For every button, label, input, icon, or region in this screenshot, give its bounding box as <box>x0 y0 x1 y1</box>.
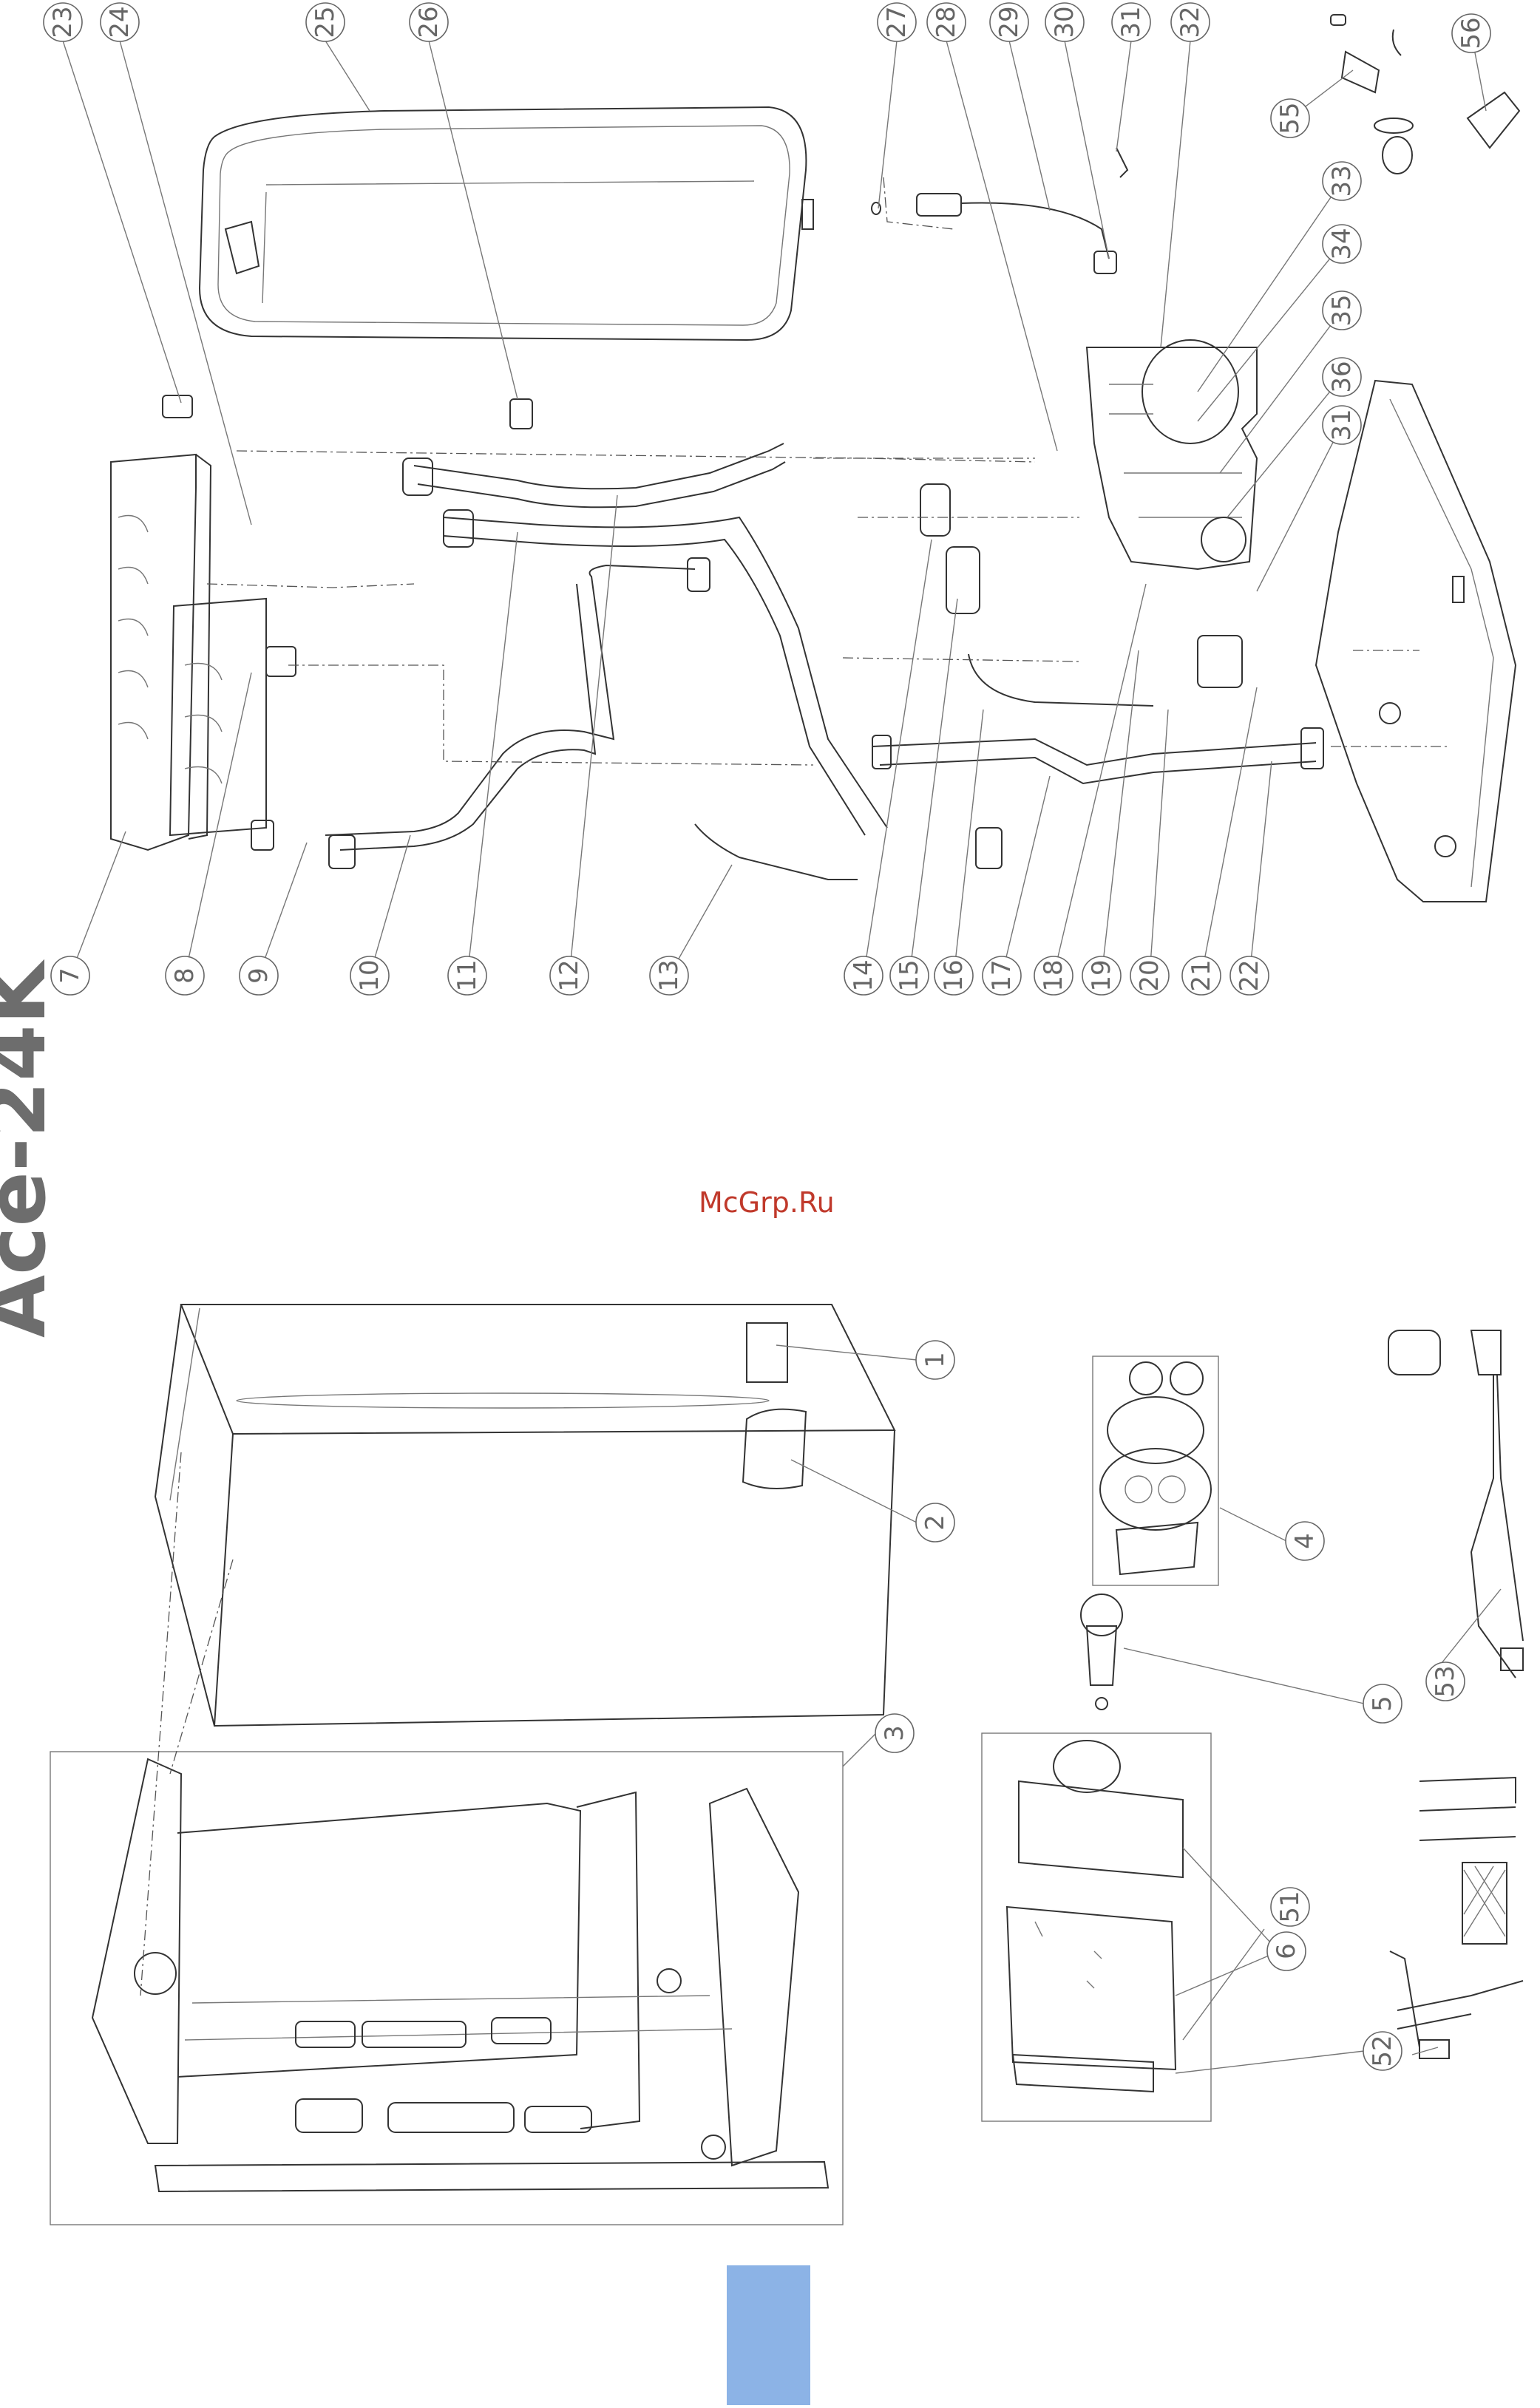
callout-2: 2 <box>916 1503 954 1542</box>
callout-56: 56 <box>1452 14 1490 52</box>
callout-label: 10 <box>355 959 384 991</box>
callout-label: 33 <box>1327 165 1357 197</box>
callout-label: 31 <box>1116 6 1146 38</box>
callout-13: 13 <box>650 956 688 995</box>
callout-19: 19 <box>1082 956 1121 995</box>
callout-label: 16 <box>939 959 969 991</box>
callout-label: 9 <box>244 967 274 984</box>
callout-3: 3 <box>875 1714 914 1752</box>
callout-label: 35 <box>1327 294 1357 326</box>
callout-label: 3 <box>880 1725 909 1741</box>
callout-18: 18 <box>1034 956 1073 995</box>
callout-12: 12 <box>550 956 588 995</box>
callout-label: 31 <box>1327 409 1357 441</box>
sub-assembly-panels <box>982 1330 1523 2121</box>
callout-label: 12 <box>554 959 584 991</box>
callout-22: 22 <box>1230 956 1269 995</box>
callout-label: 5 <box>1368 1696 1397 1712</box>
callout-label: 18 <box>1039 959 1068 991</box>
callout-label: 2 <box>920 1514 950 1531</box>
callout-label: 56 <box>1456 17 1486 49</box>
callout-label: 17 <box>987 959 1017 991</box>
callout-label: 20 <box>1135 959 1164 991</box>
callout-label: 8 <box>170 967 200 984</box>
callout-32: 32 <box>1171 3 1210 41</box>
callout-34: 34 <box>1323 225 1361 263</box>
callout-8: 8 <box>166 956 204 995</box>
callout-14: 14 <box>844 956 883 995</box>
callout-label: 32 <box>1176 6 1205 38</box>
callout-label: 30 <box>1050 6 1079 38</box>
callout-label: 55 <box>1275 102 1305 134</box>
callout-label: 1 <box>920 1352 950 1368</box>
callout-label: 34 <box>1327 228 1357 259</box>
callout-35: 35 <box>1323 291 1361 330</box>
callout-28: 28 <box>927 3 966 41</box>
callout-33: 33 <box>1323 162 1361 200</box>
callout-label: 52 <box>1368 2035 1397 2067</box>
callout-label: 13 <box>654 959 684 991</box>
callout-17: 17 <box>983 956 1021 995</box>
callout-29: 29 <box>990 3 1028 41</box>
casing-and-frame <box>50 1305 895 2225</box>
callout-52: 52 <box>1363 2032 1402 2070</box>
callout-label: 29 <box>994 6 1024 38</box>
callout-16: 16 <box>934 956 973 995</box>
page-tab <box>727 2265 810 2405</box>
callout-label: 6 <box>1272 1943 1301 1959</box>
callout-6: 6 <box>1267 1932 1306 1970</box>
callout-label: 19 <box>1087 959 1116 991</box>
callout-label: 27 <box>882 6 912 38</box>
callout-1: 1 <box>916 1341 954 1379</box>
callout-31: 31 <box>1112 3 1150 41</box>
callout-25: 25 <box>306 3 345 41</box>
callout-label: 24 <box>105 6 135 38</box>
callout-label: 36 <box>1327 361 1357 392</box>
callout-label: 51 <box>1275 1891 1305 1922</box>
callout-53: 53 <box>1426 1662 1465 1701</box>
callout-51: 51 <box>1271 1888 1309 1926</box>
callout-label: 22 <box>1235 959 1264 991</box>
callout-55: 55 <box>1271 99 1309 137</box>
watermark-text: McGrp.Ru <box>699 1186 835 1219</box>
callout-label: 26 <box>414 6 444 38</box>
callout-label: 25 <box>311 6 340 38</box>
callout-label: 21 <box>1187 959 1216 991</box>
callout-20: 20 <box>1130 956 1169 995</box>
callout-4: 4 <box>1286 1522 1324 1560</box>
callout-7: 7 <box>51 956 89 995</box>
callout-10: 10 <box>350 956 389 995</box>
callout-label: 4 <box>1290 1533 1320 1549</box>
callout-21: 21 <box>1182 956 1221 995</box>
callout-36: 36 <box>1323 358 1361 396</box>
callout-label: 11 <box>452 959 482 991</box>
callout-label: 14 <box>849 959 878 991</box>
callout-15: 15 <box>890 956 929 995</box>
callout-27: 27 <box>878 3 916 41</box>
callout-label: 7 <box>55 967 85 984</box>
callout-30: 30 <box>1045 3 1084 41</box>
callout-label: 28 <box>932 6 961 38</box>
callout-label: 15 <box>895 959 924 991</box>
callout-label: 23 <box>48 6 78 38</box>
callout-24: 24 <box>101 3 139 41</box>
model-title: Ace-24K <box>0 959 64 1338</box>
callout-11: 11 <box>448 956 486 995</box>
callout-label: 53 <box>1431 1665 1460 1697</box>
callout-26: 26 <box>410 3 448 41</box>
callout-23: 23 <box>44 3 82 41</box>
callout-9: 9 <box>240 956 278 995</box>
callout-5: 5 <box>1363 1684 1402 1723</box>
callout-31: 31 <box>1323 406 1361 444</box>
